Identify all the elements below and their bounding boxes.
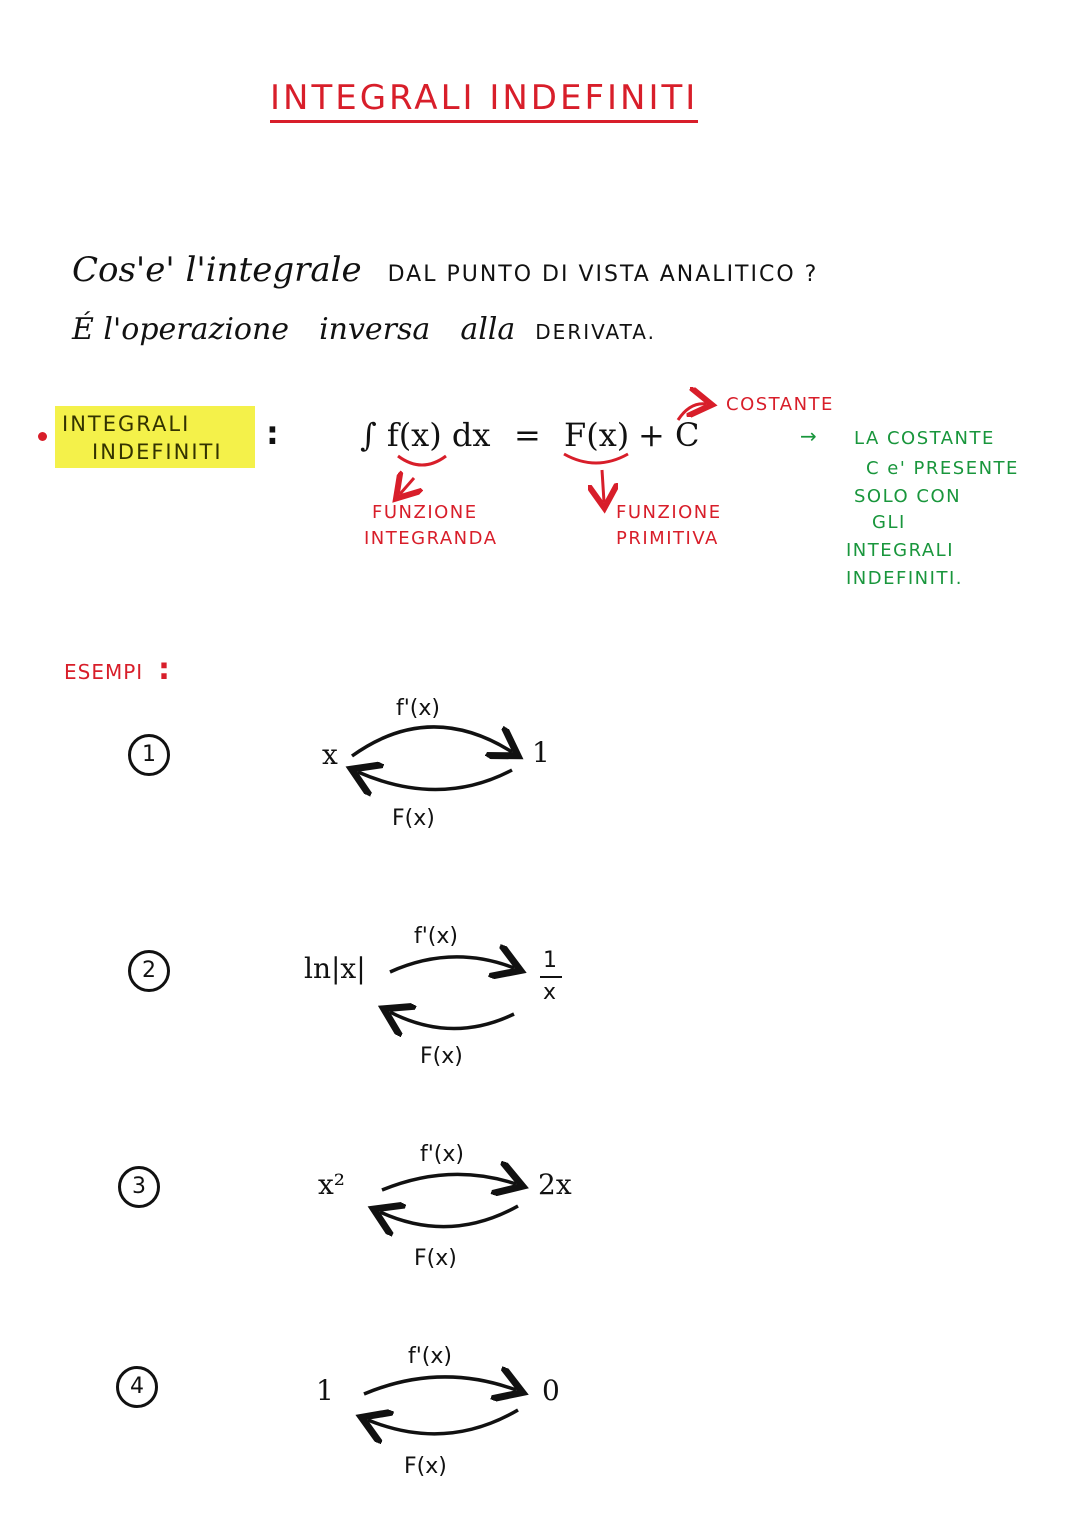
integranda-line-1: FUNZIONE (372, 502, 478, 523)
example-1-right: 1 (532, 736, 550, 769)
question-line-1: Cos'e' l'integrale DAL PUNTO DI VISTA ANA… (72, 250, 818, 290)
question-caps: DAL PUNTO DI VISTA ANALITICO ? (387, 262, 819, 287)
arrow-to-costante (676, 404, 706, 421)
example-3-bottom-label: F(x) (414, 1246, 457, 1271)
answer-caps: DERIVATA. (535, 320, 656, 344)
underbrace-integranda (397, 454, 447, 467)
highlight-line-2: INDEFINITI (92, 440, 223, 464)
definition-colon: : (266, 414, 279, 452)
example-2-top-label: f'(x) (414, 924, 458, 949)
answer-part-b: inversa (319, 312, 431, 347)
answer-line: É l'operazione inversa alla DERIVATA. (72, 312, 656, 347)
note-line-2: C e' PRESENTE (866, 458, 1019, 479)
example-3-left: x² (318, 1168, 346, 1201)
example-2-right-numerator: 1 (543, 948, 557, 973)
note-line-6: INDEFINITI. (846, 568, 963, 589)
note-arrow-icon: → (800, 424, 817, 448)
example-number-1: 1 (128, 734, 170, 776)
arrow-to-primitive (602, 469, 604, 502)
example-4-arc-top (363, 1377, 516, 1394)
example-number-4: 4 (116, 1366, 158, 1408)
example-3-arc-bottom (380, 1206, 519, 1227)
fraction-bar (540, 976, 562, 978)
note-line-5: INTEGRALI (846, 540, 955, 561)
question-handwritten: Cos'e' l'integrale (72, 250, 362, 290)
answer-part-a: É l'operazione (72, 312, 290, 347)
example-2-arc-top (389, 957, 514, 972)
example-3-top-label: f'(x) (420, 1142, 464, 1167)
integranda-line-2: INTEGRANDA (364, 528, 498, 549)
example-4-top-label: f'(x) (408, 1344, 452, 1369)
example-number-3: 3 (118, 1166, 160, 1208)
example-4-left: 1 (316, 1374, 334, 1407)
example-3-arc-top (381, 1174, 516, 1190)
example-1-arc-bottom (358, 770, 513, 790)
costante-label: COSTANTE (726, 394, 834, 415)
example-1-arc-top (350, 725, 512, 756)
example-2-bottom-label: F(x) (420, 1044, 463, 1069)
example-1-top-label: f'(x) (396, 696, 440, 721)
primitiva-line-1: FUNZIONE (616, 502, 722, 523)
primitiva-line-2: PRIMITIVA (616, 528, 719, 549)
example-4-bottom-label: F(x) (404, 1454, 447, 1479)
note-line-3: SOLO CON (854, 486, 962, 507)
example-2-left: ln|x| (304, 952, 366, 985)
example-3-right: 2x (538, 1168, 572, 1201)
formula-primitive: F(x) (564, 416, 630, 454)
example-1-bottom-label: F(x) (392, 806, 435, 831)
example-2-right-denominator: x (543, 980, 557, 1005)
page-title: INTEGRALI INDEFINITI (270, 78, 699, 123)
note-line-4: GLI (872, 512, 906, 533)
formula-integral: ∫ f(x) dx (360, 416, 491, 454)
example-1-left: x (322, 738, 338, 771)
highlight-box (55, 406, 255, 468)
examples-label: ESEMPI (64, 660, 144, 684)
arrow-to-integranda (400, 478, 414, 494)
formula-equals: = (514, 416, 541, 454)
example-2-arc-bottom (390, 1012, 515, 1029)
note-line-1: LA COSTANTE (854, 428, 995, 449)
underbrace-primitive (563, 452, 629, 465)
example-4-arc-bottom (368, 1410, 519, 1434)
highlight-line-1: INTEGRALI (62, 412, 191, 436)
answer-part-c: alla (460, 312, 516, 347)
example-number-2: 2 (128, 950, 170, 992)
bullet-dot-icon (38, 432, 47, 441)
formula-plus-c: + C (638, 416, 700, 454)
examples-colon: : (158, 652, 170, 687)
example-4-right: 0 (542, 1374, 560, 1407)
